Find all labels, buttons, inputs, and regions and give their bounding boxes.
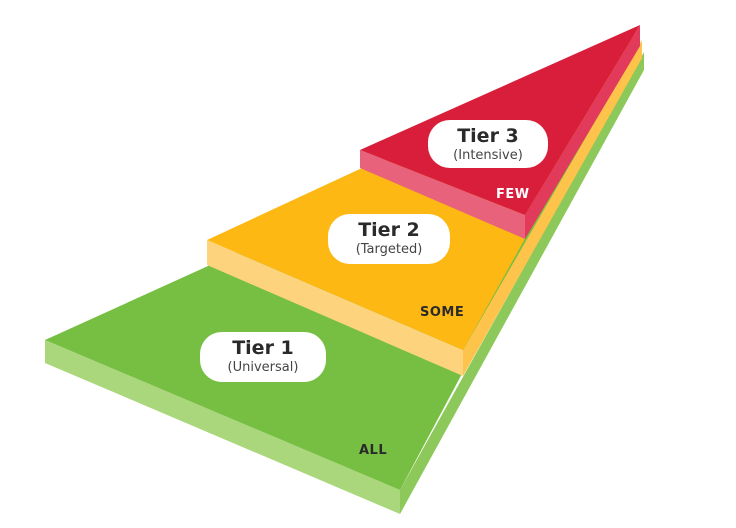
tier-1-level: ALL: [359, 443, 388, 458]
tier-1-side-face: [400, 52, 644, 514]
tier-1-subtitle: (Universal): [227, 360, 299, 375]
tier-3-level: FEW: [496, 187, 530, 202]
tier-2-title: Tier 2: [358, 219, 420, 241]
tier-1-front-face: [45, 340, 400, 514]
tier-2-subtitle: (Targeted): [355, 242, 423, 257]
tier-3-title: Tier 3: [457, 125, 519, 147]
tier-2-level: SOME: [420, 305, 465, 320]
tier-2-label: Tier 2 (Targeted): [328, 214, 450, 264]
tier-2-side-face: [463, 40, 642, 376]
tier-2-front-face: [207, 240, 463, 376]
tier-3-subtitle: (Intensive): [453, 148, 523, 163]
tier-1-title: Tier 1: [232, 337, 294, 359]
tier-1-label: Tier 1 (Universal): [200, 332, 326, 382]
tier-3-side-face: [525, 25, 640, 239]
tier-3-label: Tier 3 (Intensive): [428, 120, 548, 168]
tier-3-front-face: [360, 150, 525, 239]
